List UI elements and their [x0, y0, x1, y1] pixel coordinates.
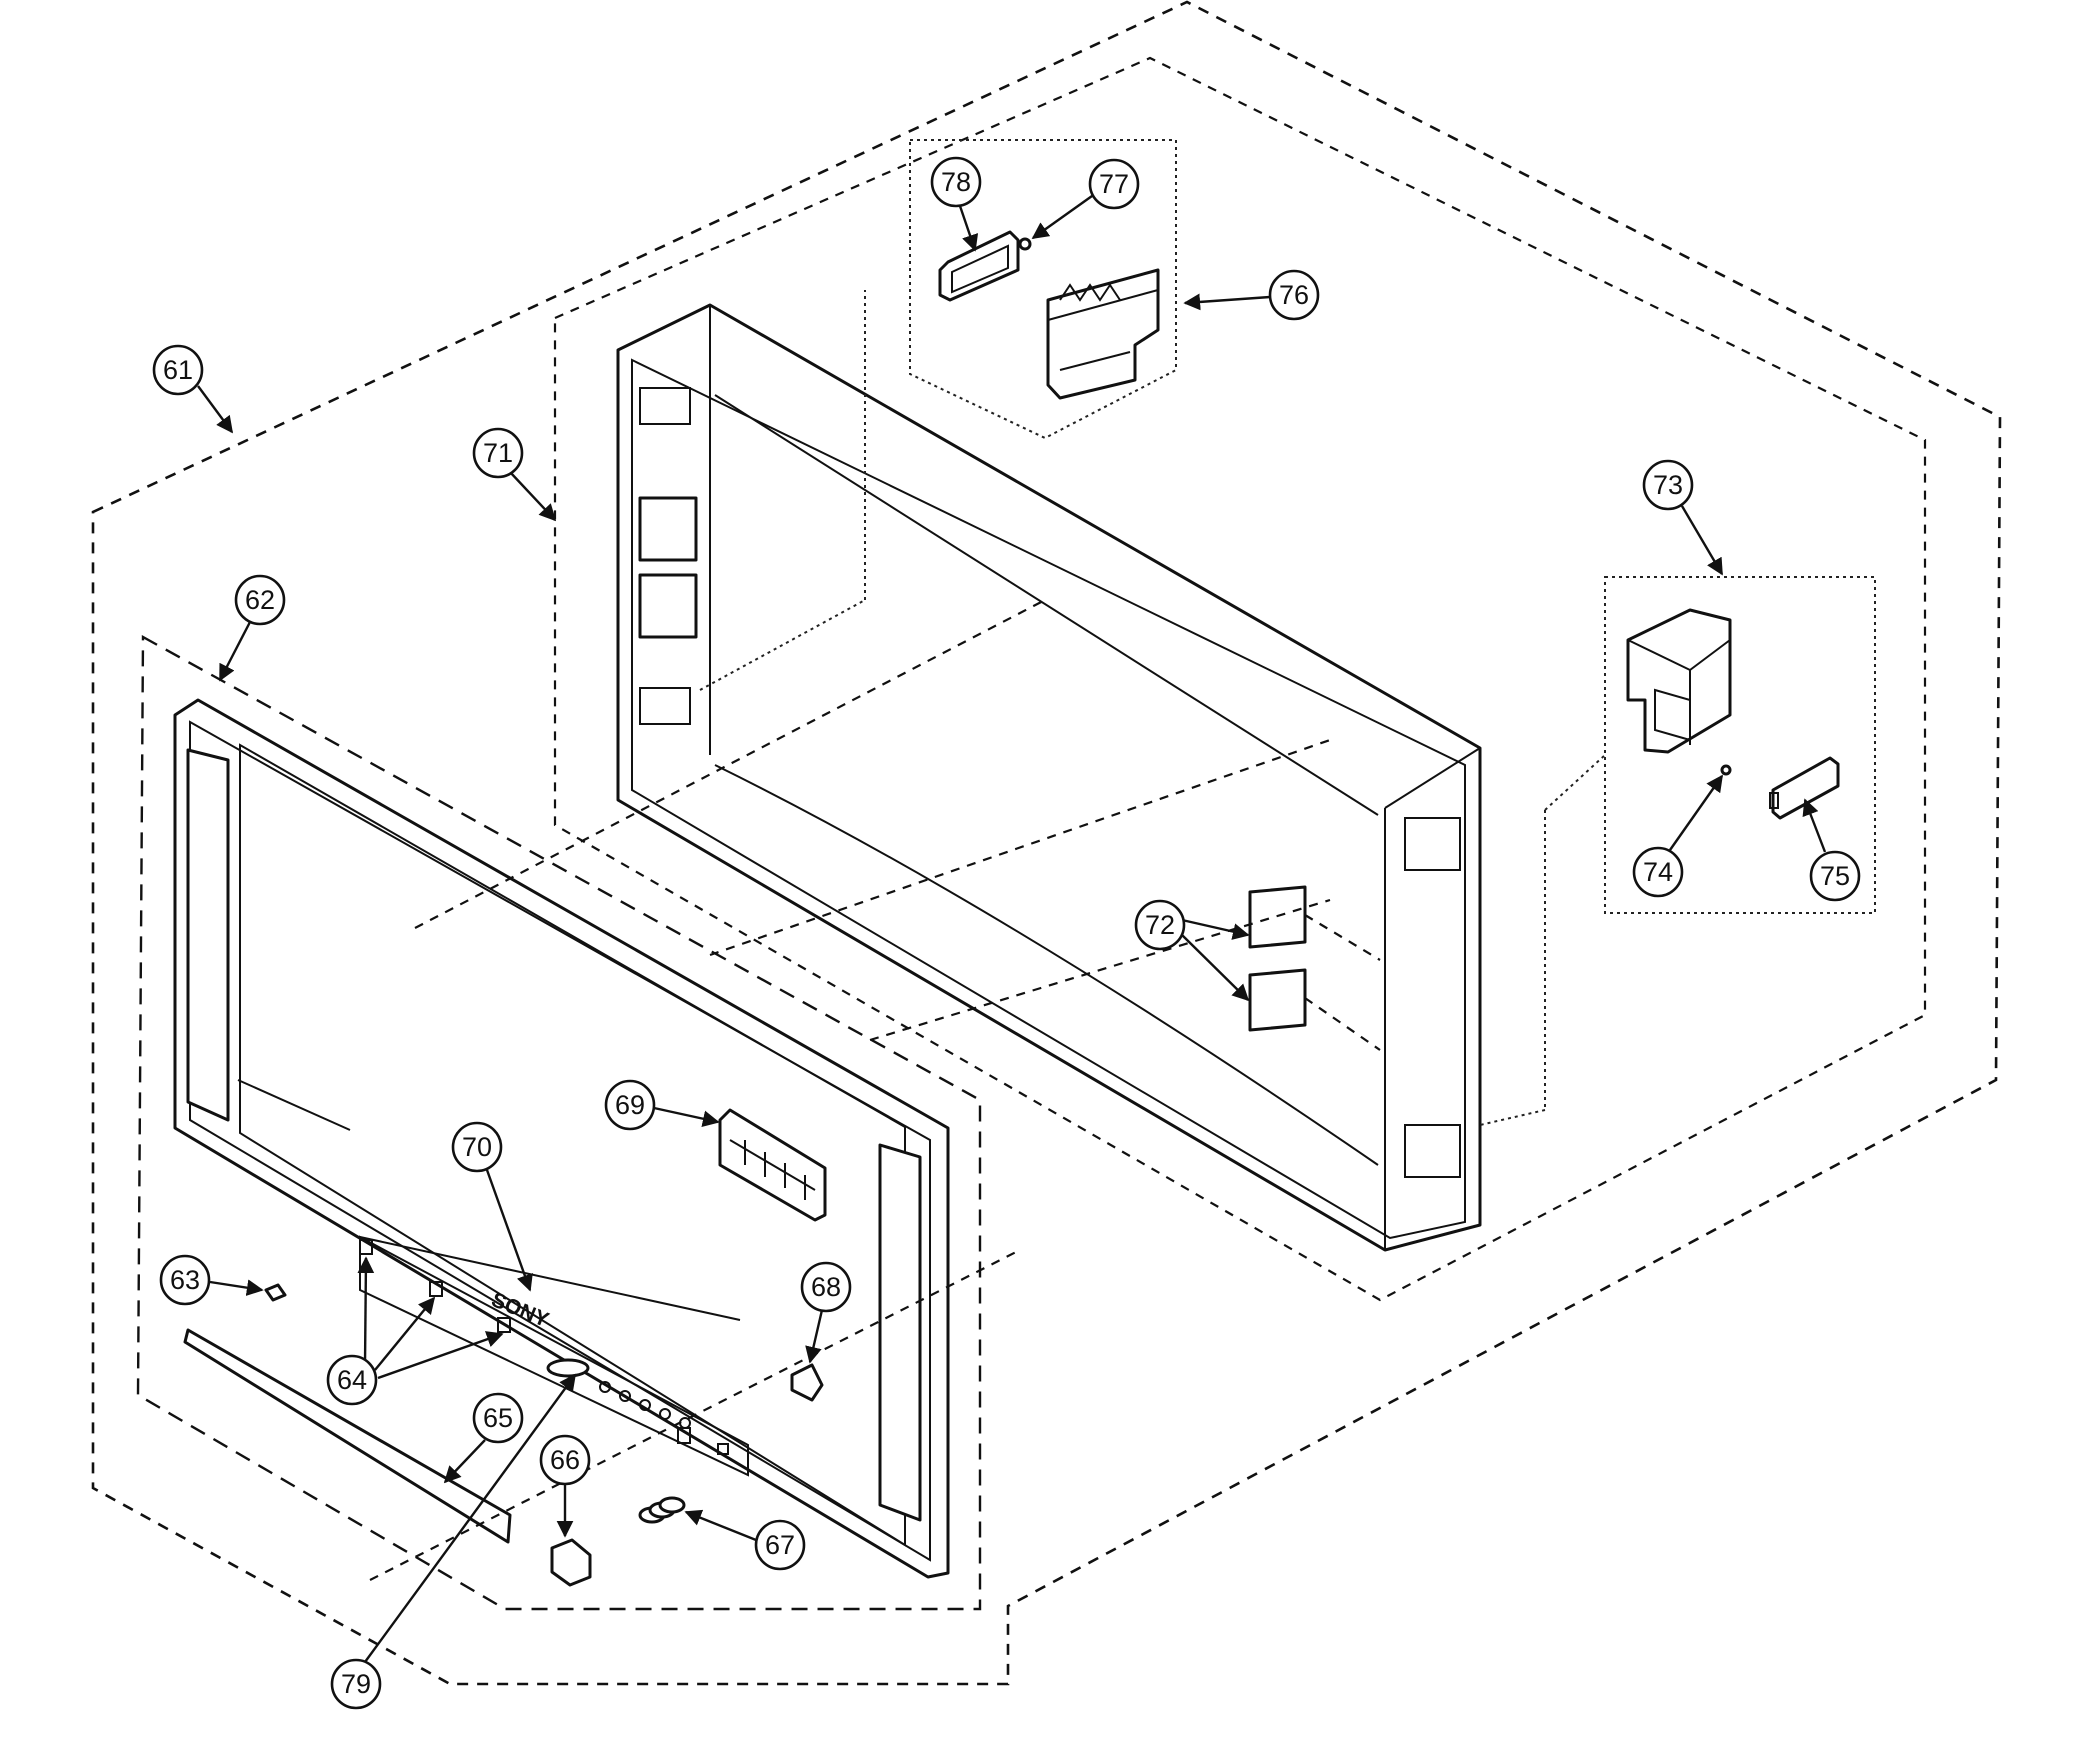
- callout-75: 75: [1802, 798, 1861, 902]
- svg-text:72: 72: [1145, 910, 1175, 940]
- button-cap-63: [264, 1283, 287, 1302]
- svg-text:78: 78: [941, 167, 971, 197]
- svg-text:66: 66: [550, 1445, 580, 1475]
- callout-72: 72: [1134, 899, 1250, 1002]
- svg-text:68: 68: [811, 1272, 841, 1302]
- front-bezel: [173, 698, 950, 1579]
- svg-text:71: 71: [483, 438, 513, 468]
- callout-79: 79: [330, 1373, 576, 1710]
- knob-66: [550, 1538, 592, 1587]
- cover-75: [1769, 756, 1840, 820]
- svg-text:79: 79: [341, 1669, 371, 1699]
- square-pads: [1248, 885, 1381, 1051]
- svg-text:74: 74: [1643, 857, 1673, 887]
- clip-68: [790, 1363, 824, 1402]
- svg-text:63: 63: [170, 1265, 200, 1295]
- svg-text:73: 73: [1653, 470, 1683, 500]
- callout-78: 78: [930, 156, 982, 252]
- svg-text:64: 64: [337, 1365, 367, 1395]
- callout-73: 73: [1642, 459, 1724, 576]
- bracket-73: [1626, 608, 1732, 754]
- callout-61: 61: [152, 344, 233, 434]
- svg-text:75: 75: [1820, 861, 1850, 891]
- callout-64: 64: [326, 1256, 504, 1406]
- assembly-boundary-61: [91, 0, 2002, 1686]
- svg-text:77: 77: [1099, 169, 1129, 199]
- svg-text:62: 62: [245, 585, 275, 615]
- svg-text:69: 69: [615, 1090, 645, 1120]
- inset-73: [1604, 576, 1876, 914]
- callout-77: 77: [1031, 158, 1140, 239]
- callout-70: 70: [451, 1121, 533, 1292]
- svg-text:70: 70: [462, 1132, 492, 1162]
- callout-66: 66: [539, 1434, 591, 1538]
- callout-67: 67: [684, 1509, 806, 1571]
- svg-text:76: 76: [1279, 280, 1309, 310]
- svg-text:65: 65: [483, 1403, 513, 1433]
- screw-77: [1018, 237, 1032, 251]
- trim-strip: [183, 1328, 512, 1544]
- assembly-boundary-71: [553, 56, 1927, 1302]
- assembly-boundary-62: [136, 634, 982, 1611]
- callout-68: 68: [800, 1261, 852, 1364]
- callout-65: 65: [443, 1392, 524, 1484]
- spring-67: [638, 1496, 686, 1524]
- svg-text:61: 61: [163, 355, 193, 385]
- callout-76: 76: [1183, 269, 1320, 321]
- svg-text:67: 67: [765, 1530, 795, 1560]
- connector-block: [718, 1108, 827, 1222]
- alignment-lines: [369, 290, 1606, 1581]
- screw-74: [1720, 764, 1732, 776]
- callout-71: 71: [472, 427, 557, 522]
- callout-62: 62: [218, 574, 286, 682]
- callout-63: 63: [159, 1254, 264, 1306]
- callout-69: 69: [604, 1079, 720, 1131]
- cover-78: [938, 230, 1020, 302]
- callout-74: 74: [1632, 774, 1723, 898]
- bracket-76: [1046, 268, 1160, 400]
- inset-76: [909, 139, 1177, 440]
